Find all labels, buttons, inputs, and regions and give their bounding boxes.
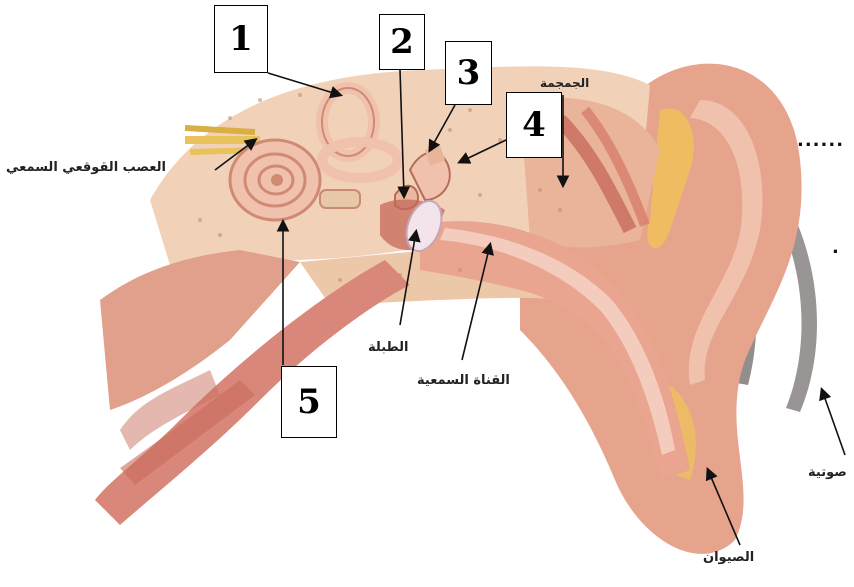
label-skull: الجمجمة: [540, 76, 589, 90]
label-eardrum: الطبلة: [368, 340, 409, 355]
cochlea: [230, 140, 320, 220]
label-box-5: 5: [281, 366, 337, 438]
label-box-1: 1: [214, 5, 268, 73]
label-nerve: العصب القوقعي السمعي: [6, 160, 166, 175]
label-box-3: 3: [445, 41, 492, 105]
label-canal: القناة السمعية: [417, 373, 510, 388]
blank-line-1: ......: [797, 130, 844, 151]
label-box-4: 4: [506, 92, 562, 158]
label-earlobe: الصيوان: [703, 550, 754, 565]
label-box-2: 2: [379, 14, 425, 70]
label-sound-waves: صوتية: [808, 465, 847, 480]
blank-line-2: .: [832, 237, 840, 258]
